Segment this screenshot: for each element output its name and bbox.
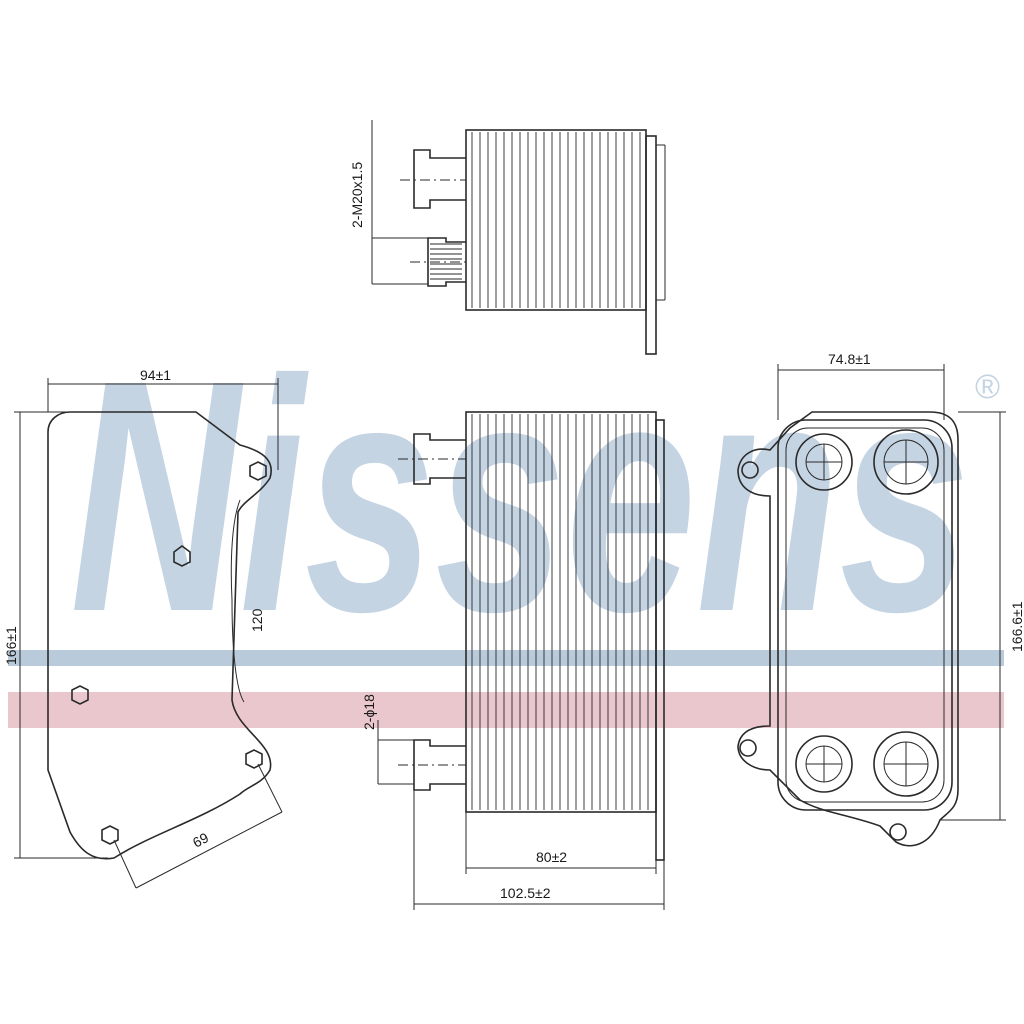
left-hole-low (71, 685, 89, 705)
top-fins (471, 132, 641, 308)
dim-center-pipe: 2-ϕ18 (361, 694, 377, 730)
left-view: 120 94±1 166±1 69 (3, 367, 283, 889)
watermark-registered: ® (975, 368, 1000, 406)
top-view: 2-M20x1.5 (349, 120, 666, 355)
left-hole-top (249, 461, 267, 481)
dim-center-body: 80±2 (536, 849, 567, 865)
top-flange (645, 135, 657, 355)
top-pipe-lower (427, 237, 466, 287)
dim-right-height: 166.6±1 (1009, 601, 1024, 652)
center-flange (655, 419, 665, 861)
dim-center-total: 102.5±2 (500, 885, 551, 901)
dim-right-width: 74.8±1 (828, 351, 871, 367)
right-core (777, 419, 953, 811)
right-view: 74.8±1 166.6±1 (737, 351, 1024, 847)
ear-hole-bottom (889, 823, 907, 841)
left-hole-right (245, 749, 263, 769)
left-hole-bottom (101, 825, 119, 845)
dim-left-height: 166±1 (3, 626, 19, 665)
left-hole-mid (173, 545, 191, 567)
thread-hatch (430, 243, 462, 280)
ear-hole-top (741, 461, 759, 479)
port-bottom-right (873, 731, 939, 797)
top-body (465, 129, 647, 311)
dim-left-angle: 120 (249, 608, 265, 632)
right-outline (737, 411, 959, 847)
port-bottom-left (795, 735, 853, 793)
dim-left-diag: 69 (190, 829, 211, 851)
dim-left-width: 94±1 (140, 367, 171, 383)
watermark-blue-band (8, 650, 1004, 666)
ear-hole-bottom-left (739, 739, 757, 757)
center-view: 2-ϕ18 80±2 102.5±2 (361, 411, 665, 910)
port-top-left (795, 433, 853, 491)
watermark-red-band (8, 692, 1004, 728)
left-outline (47, 411, 272, 860)
dim-thread: 2-M20x1.5 (349, 162, 365, 228)
top-pipe-upper (413, 149, 466, 209)
center-fins (471, 414, 649, 810)
port-top-right (873, 429, 939, 495)
